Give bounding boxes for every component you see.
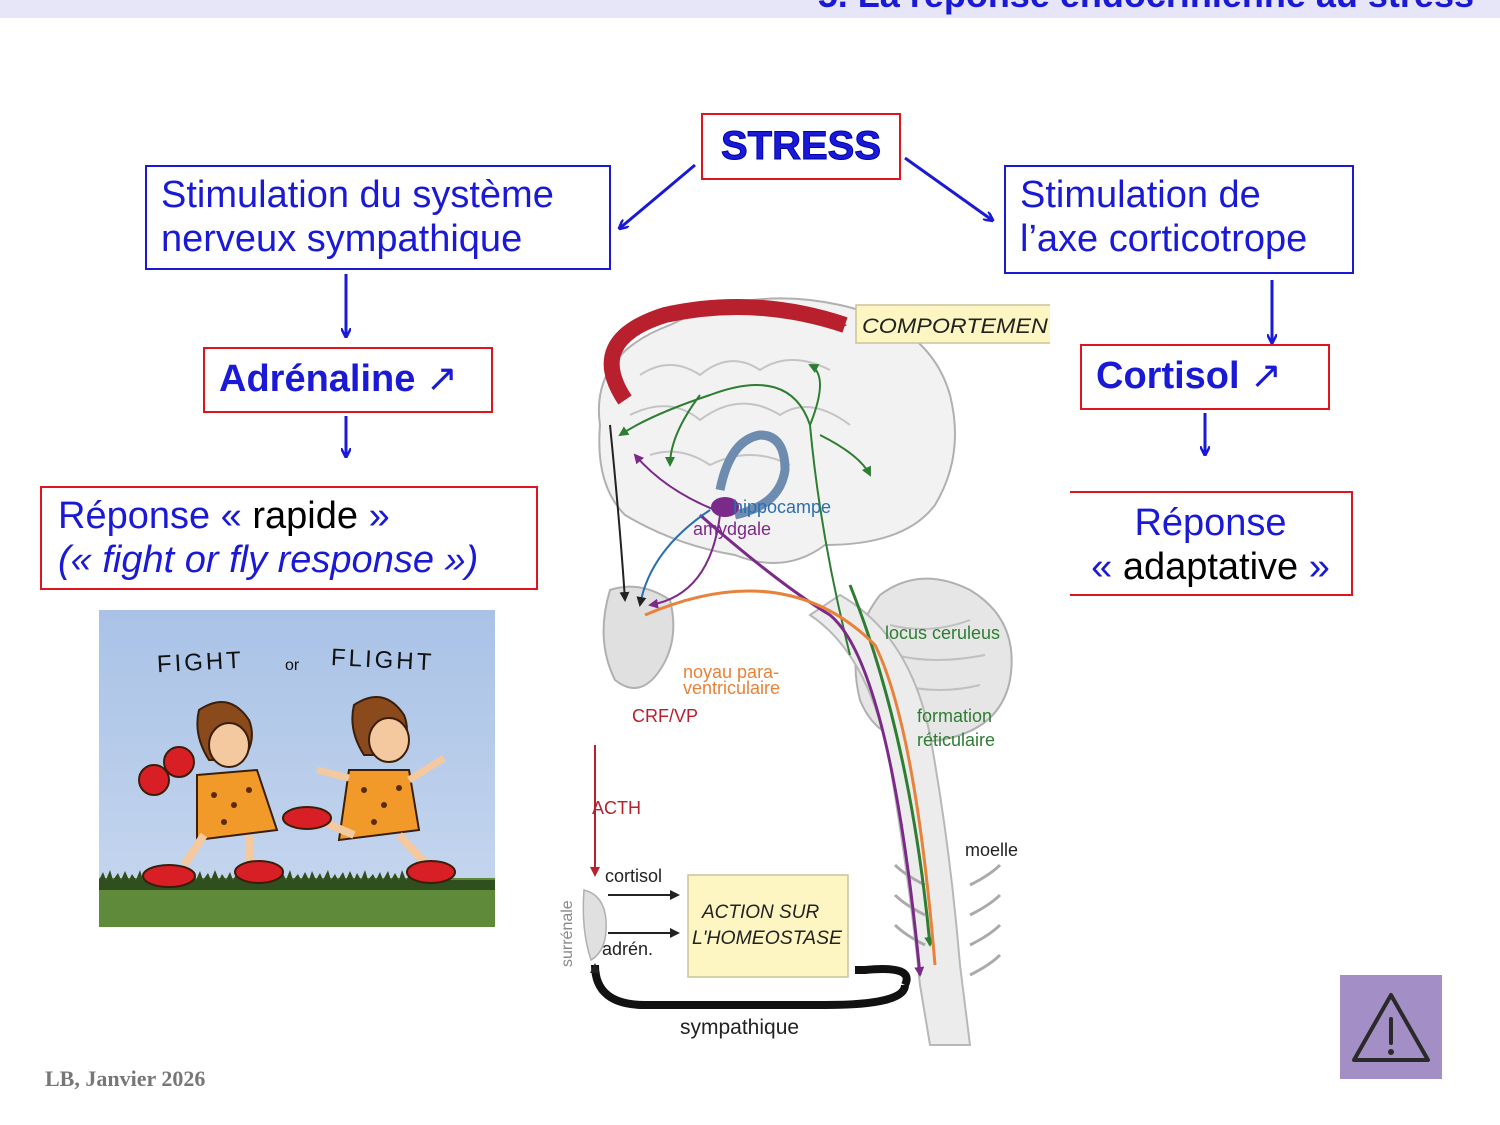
- adaptive-response-suffix: »: [1298, 546, 1330, 588]
- black-pathway: [609, 424, 630, 602]
- surrenale-label: surrénale: [559, 900, 576, 967]
- amydgale-label: amydgale: [693, 519, 771, 539]
- footer-author-date: LB, Janvier 2026: [45, 1066, 206, 1091]
- corticotrope-stimulation-line1: Stimulation de: [1020, 174, 1261, 216]
- fight-or-flight-cartoon: FIGHT or FLIGHT: [99, 610, 495, 927]
- increase-arrow-icon: ↗: [1250, 355, 1282, 397]
- fast-response-line1: Réponse « rapide »: [58, 494, 536, 538]
- cartoon-fight-text: FIGHT: [156, 647, 244, 679]
- orange-pathway: [644, 589, 937, 966]
- adrenaline-label: Adrénaline ↗: [205, 349, 491, 409]
- warning-icon: [1352, 993, 1430, 1062]
- sympathique-loop-arrow: [595, 965, 911, 1009]
- runner-figure: [282, 696, 456, 884]
- increase-arrow-icon: ↗: [425, 358, 458, 400]
- fast-response-box: Réponse « rapide » (« fight or fly respo…: [40, 486, 538, 590]
- adaptive-response-line2: « adaptative »: [1070, 545, 1351, 589]
- adrenaline-text: Adrénaline: [219, 358, 416, 400]
- fast-response-line2: (« fight or fly response »): [58, 539, 479, 581]
- adrenal-gland-shape: [582, 889, 607, 962]
- locus-ceruleus-label: locus ceruleus: [885, 623, 1000, 643]
- cortisol-label-diagram: cortisol: [605, 866, 662, 886]
- purple-pathway: [648, 514, 721, 609]
- stress-to-corticotrope-arrow: [904, 156, 992, 220]
- fast-response-prefix: Réponse «: [58, 495, 253, 537]
- comportement-label: COMPORTEMENT: [862, 315, 1050, 338]
- cortisol-label: Cortisol ↗: [1082, 346, 1328, 406]
- hippocampe-label: hippocampe: [733, 497, 831, 517]
- formation-line1-label: formation: [917, 706, 992, 726]
- crf-vp-label: CRF/VP: [632, 706, 698, 726]
- action-line1-label: ACTION SUR: [701, 902, 819, 923]
- adaptive-response-line1: Réponse: [1134, 502, 1287, 544]
- fast-response-suffix: »: [358, 495, 390, 537]
- stress-to-sympathetic-arrow: [620, 163, 696, 228]
- hippocampus-shape: [715, 430, 790, 520]
- cartoon-flight-text: FLIGHT: [330, 644, 435, 676]
- formation-line2-label: réticulaire: [917, 730, 995, 750]
- adaptive-response-box: Réponse « adaptative »: [1070, 491, 1353, 596]
- cortisol-text: Cortisol: [1096, 355, 1240, 397]
- moelle-label: moelle: [965, 840, 1018, 860]
- corticotrope-stimulation-line2: l’axe corticotrope: [1020, 218, 1308, 260]
- fast-response-word: rapide: [252, 495, 359, 537]
- corticotrope-stimulation-box: Stimulation de l’axe corticotrope: [1004, 165, 1354, 274]
- sympathetic-stimulation-box: Stimulation du système nerveux sympathiq…: [145, 165, 611, 270]
- behavior-arrow: [603, 299, 848, 405]
- adrenaline-box: Adrénaline ↗: [203, 347, 493, 413]
- sympathique-label: sympathique: [680, 1016, 799, 1039]
- stress-box: STRESS: [701, 113, 901, 180]
- adaptive-response-prefix: «: [1091, 546, 1123, 588]
- page-title: 5. La réponse endocrinienne au stress: [818, 0, 1474, 16]
- warning-icon-box[interactable]: [1340, 975, 1442, 1079]
- stress-label: STRESS: [720, 124, 882, 169]
- cortisol-box: Cortisol ↗: [1080, 344, 1330, 410]
- cartoon-or-text: or: [285, 657, 300, 674]
- noyau-line2-label: ventriculaire: [683, 678, 780, 698]
- adren-label: adrén.: [602, 939, 653, 959]
- adaptive-response-word: adaptative: [1122, 546, 1299, 588]
- acth-label: ACTH: [592, 798, 641, 818]
- sympathetic-stimulation-line2: nerveux sympathique: [161, 218, 523, 260]
- green-pathway: [618, 384, 851, 656]
- noyau-line1-label: noyau para-: [683, 662, 779, 682]
- brain-stress-diagram: COMPORTEMENT hippocampe amydgale locus c…: [559, 297, 1050, 1046]
- sympathetic-stimulation-line1: Stimulation du système: [161, 174, 554, 216]
- boxer-figure: [138, 701, 284, 888]
- flow-arrows: [0, 156, 1500, 620]
- action-line2-label: L'HOMEOSTASE: [692, 928, 842, 949]
- title-band: 5. La réponse endocrinienne au stress: [0, 0, 1500, 18]
